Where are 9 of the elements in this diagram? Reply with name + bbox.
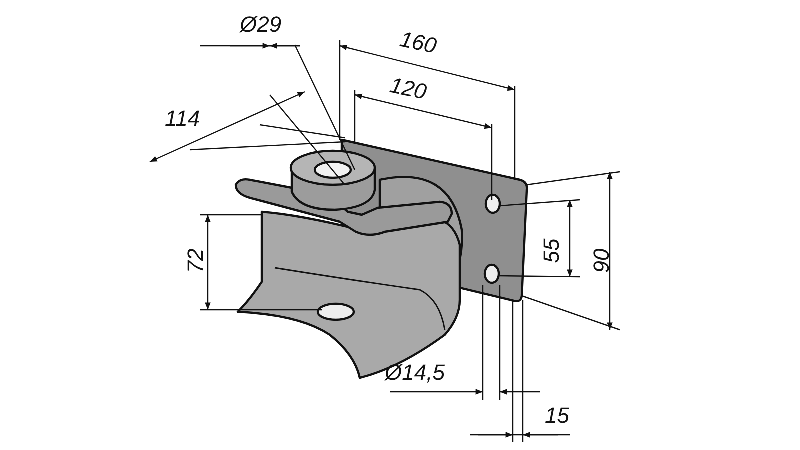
dimension-label: 90 (591, 248, 614, 274)
dimension-label: Ø14,5 (385, 362, 445, 384)
dimension-label: 114 (165, 108, 200, 130)
dimension-label: 120 (388, 74, 429, 104)
dimension-label: 160 (398, 28, 439, 58)
dimension-label: 55 (541, 238, 564, 264)
dimension-label: 15 (545, 405, 570, 427)
dimension-label: 72 (185, 248, 208, 274)
dimension-label: Ø29 (240, 14, 282, 36)
